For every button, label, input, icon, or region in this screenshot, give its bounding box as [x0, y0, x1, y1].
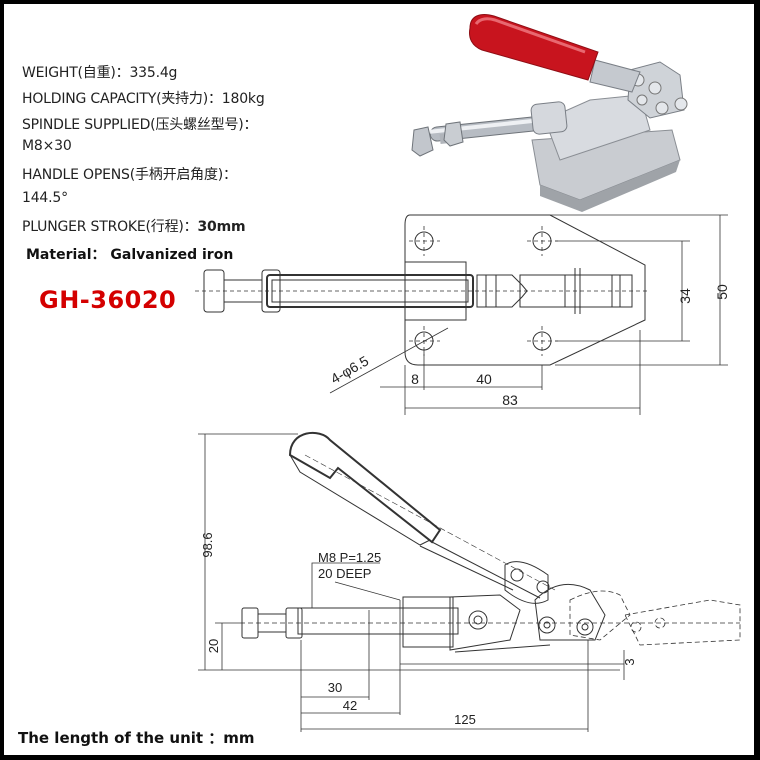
dim-125: 125 — [454, 712, 476, 727]
dim-83: 83 — [502, 392, 518, 408]
top-view-drawing — [195, 214, 650, 366]
spec-handle-value: 144.5° — [22, 190, 68, 206]
spec-plunger-stroke-value: 30mm — [197, 219, 246, 235]
top-view-dimensions — [329, 214, 728, 415]
dim-hole: 4-φ6.5 — [328, 352, 372, 386]
spec-spindle-value: M8×30 — [22, 138, 72, 154]
spec-plunger-stroke-label: PLUNGER STROKE(行程)： — [22, 219, 198, 235]
dim-98-6: 98.6 — [200, 532, 215, 557]
product-photo — [411, 14, 688, 212]
dim-50: 50 — [714, 284, 730, 300]
side-view-drawing — [240, 432, 741, 653]
thread-depth: 20 DEEP — [318, 566, 371, 581]
dim-8: 8 — [411, 371, 419, 387]
spec-weight: WEIGHT(自重)：335.4g — [22, 65, 178, 81]
spec-holding-capacity: HOLDING CAPACITY(夹持力)：180kg — [22, 91, 265, 107]
model-number: GH-36020 — [39, 286, 177, 314]
dim-40: 40 — [476, 371, 492, 387]
dim-34: 34 — [677, 288, 693, 304]
spec-handle-opens: HANDLE OPENS(手柄开启角度)： — [22, 167, 237, 183]
technical-drawing: 34 50 4-φ6.5 8 40 83 — [195, 14, 741, 732]
spec-plunger-stroke: PLUNGER STROKE(行程)：30mm — [22, 216, 246, 236]
unit-note: The length of the unit ：mm — [18, 729, 255, 747]
spec-spindle-supplied: SPINDLE SUPPLIED(压头螺丝型号)： — [22, 117, 258, 133]
product-sheet: WEIGHT(自重)：335.4g HOLDING CAPACITY(夹持力)：… — [4, 4, 754, 755]
dim-42: 42 — [343, 698, 357, 713]
dim-30: 30 — [328, 680, 342, 695]
thread-label: M8 P=1.25 — [318, 550, 381, 565]
dim-3: 3 — [622, 658, 637, 665]
material-label: Material： Galvanized iron — [26, 247, 234, 263]
dim-20: 20 — [206, 639, 221, 653]
side-view-dimensions — [198, 433, 625, 732]
